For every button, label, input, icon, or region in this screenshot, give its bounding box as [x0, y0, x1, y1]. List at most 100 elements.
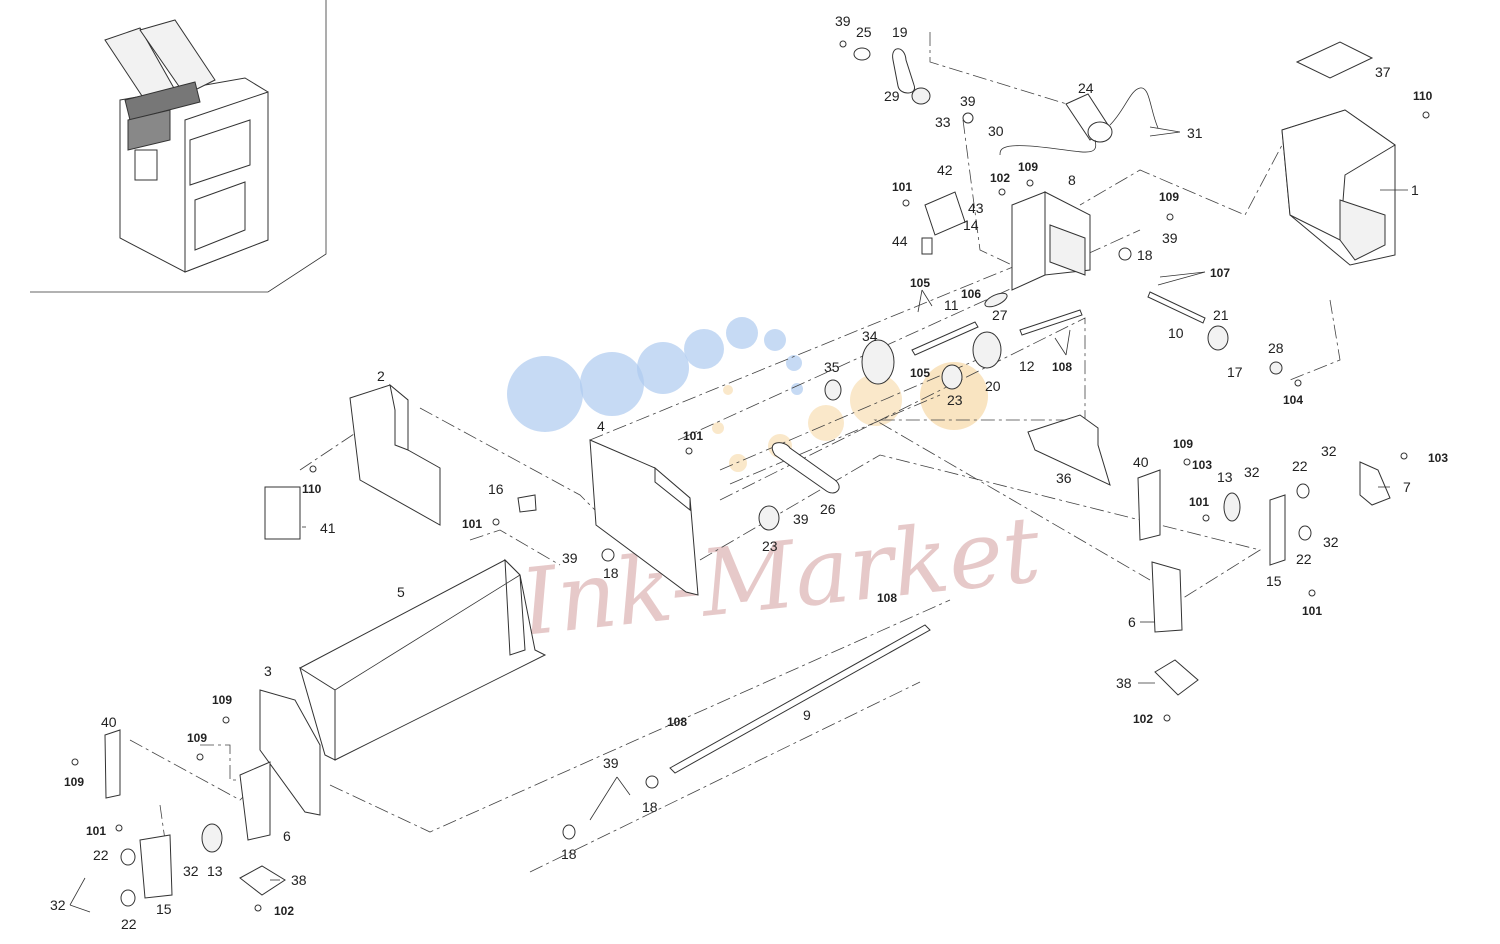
- callout: 39: [960, 93, 976, 109]
- screw: [1183, 458, 1191, 466]
- part-nut-18: [601, 548, 615, 562]
- callout: 37: [1375, 64, 1391, 80]
- screw: [254, 904, 262, 912]
- watermark-bubble: [580, 352, 644, 416]
- watermark-bubble: [684, 329, 724, 369]
- callout: 22: [93, 847, 109, 863]
- part-gear-34: [861, 339, 895, 385]
- callout: 109: [1173, 437, 1193, 451]
- inset-overview: [30, 0, 327, 293]
- screw: [222, 716, 230, 724]
- part-bearing-28: [1269, 361, 1283, 375]
- part-bracket-16: [517, 494, 537, 513]
- screw: [1400, 452, 1408, 460]
- guide-line: [1079, 129, 1291, 216]
- part-long-shaft-9: [669, 624, 931, 774]
- callout: 10: [1168, 325, 1184, 341]
- callout: 22: [121, 916, 137, 932]
- callout: 104: [1283, 393, 1303, 407]
- callout: 39: [835, 13, 851, 29]
- part-washer-22-left: [120, 848, 136, 866]
- callout: 1: [1411, 182, 1419, 198]
- callout: 3: [264, 663, 272, 679]
- callout: 106: [961, 287, 981, 301]
- callout: 101: [683, 429, 703, 443]
- callout: 105: [910, 276, 930, 290]
- callout: 101: [86, 824, 106, 838]
- inset-border: [30, 0, 327, 293]
- callout: 16: [488, 481, 504, 497]
- guide-line: [419, 407, 601, 516]
- leader-line: [1149, 126, 1181, 133]
- screw: [71, 758, 79, 766]
- callout: 39: [1162, 230, 1178, 246]
- part-shaft-10: [1147, 291, 1206, 324]
- leader-line: [917, 289, 923, 313]
- part-bushing-33: [962, 112, 974, 124]
- callout: 19: [892, 24, 908, 40]
- watermark-bubble: [507, 356, 583, 432]
- screw: [1202, 514, 1210, 522]
- part-cover-1: [1281, 109, 1396, 266]
- watermark-bubble: [712, 422, 724, 434]
- callout: 13: [207, 863, 223, 879]
- callout: 6: [283, 828, 291, 844]
- part-main-frame-5: [299, 558, 547, 761]
- part-spring-27: [984, 292, 1008, 308]
- callout: 109: [187, 731, 207, 745]
- part-label-sheet-41: [264, 486, 301, 540]
- callout: 26: [820, 501, 836, 517]
- callout: 23: [947, 392, 963, 408]
- part-cover-2: [349, 383, 441, 526]
- watermark-bubble: [764, 329, 786, 351]
- part-pulley-29: [911, 87, 931, 105]
- callout: 22: [1292, 458, 1308, 474]
- callout: 43: [968, 200, 984, 216]
- callout: 18: [1137, 247, 1153, 263]
- part-gear-23-upper: [941, 364, 963, 390]
- callout: 108: [877, 591, 897, 605]
- callout: 39: [562, 550, 578, 566]
- callout: 24: [1078, 80, 1094, 96]
- part-washer-22-left: [120, 889, 136, 907]
- watermark-bubble: [920, 362, 988, 430]
- guide-line: [159, 804, 166, 841]
- screw: [1166, 213, 1174, 221]
- callout: 18: [642, 799, 658, 815]
- guide-line: [677, 229, 1141, 441]
- callout: 17: [1227, 364, 1243, 380]
- part-gear-13-right: [1223, 492, 1241, 522]
- callout: 2: [377, 368, 385, 384]
- callout: 35: [824, 359, 840, 375]
- leader-line: [1054, 337, 1067, 356]
- callout: 18: [561, 846, 577, 862]
- callout: 103: [1192, 458, 1212, 472]
- callout: 15: [156, 901, 172, 917]
- callout: 107: [1210, 266, 1230, 280]
- watermark-bubble: [723, 385, 733, 395]
- part-belt-19: [892, 48, 916, 94]
- part-label-sheet-37: [1295, 41, 1374, 79]
- callout: 9: [803, 707, 811, 723]
- part-side-plate-3: [259, 689, 321, 816]
- callout: 42: [937, 162, 953, 178]
- callout: 105: [910, 366, 930, 380]
- callout: 23: [762, 538, 778, 554]
- part-bracket-36: [1027, 414, 1111, 486]
- leader-line: [69, 904, 91, 913]
- part-bracket-6-left: [239, 761, 271, 841]
- callout: 28: [1268, 340, 1284, 356]
- guide-line: [200, 744, 250, 781]
- callout: 102: [990, 171, 1010, 185]
- callout: 30: [988, 123, 1004, 139]
- callout: 32: [50, 897, 66, 913]
- part-sensor-bracket-14: [924, 191, 966, 236]
- part-pulley-35: [824, 379, 842, 401]
- screw: [839, 40, 847, 48]
- part-sensor-44: [921, 237, 933, 255]
- callout: 38: [1116, 675, 1132, 691]
- part-washer-22-right: [1296, 483, 1310, 499]
- callout: 110: [1413, 89, 1433, 103]
- part-motor-24: [999, 87, 1159, 156]
- callout: 40: [101, 714, 117, 730]
